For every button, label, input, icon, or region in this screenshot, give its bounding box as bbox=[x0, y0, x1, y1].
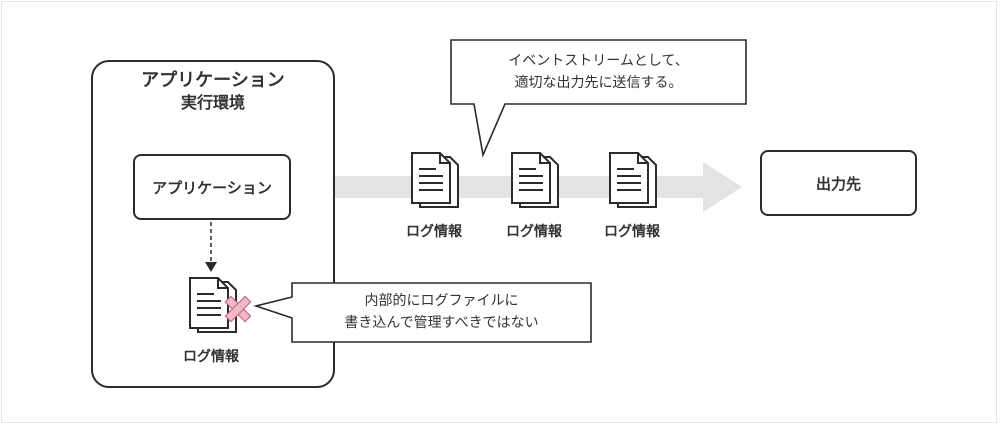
callout-top-text: イベントストリームとして、 適切な出力先に送信する。 bbox=[451, 50, 746, 94]
application-box: アプリケーション bbox=[133, 154, 291, 220]
output-destination-box: 出力先 bbox=[760, 150, 917, 216]
stream-doc-label-1: ログ情報 bbox=[406, 224, 462, 240]
local-doc-label: ログ情報 bbox=[183, 349, 239, 365]
callout-top-line1: イベントストリームとして、 bbox=[508, 53, 689, 69]
environment-title-line2: 実行環境 bbox=[180, 93, 245, 112]
environment-title: アプリケーション 実行環境 bbox=[91, 70, 335, 114]
application-box-label: アプリケーション bbox=[152, 178, 272, 197]
stream-doc-label-2: ログ情報 bbox=[506, 224, 562, 240]
output-destination-label: 出力先 bbox=[815, 174, 861, 193]
stream-doc-label-3: ログ情報 bbox=[604, 224, 660, 240]
callout-bottom-line1: 内部的にログファイルに bbox=[364, 293, 519, 309]
environment-title-line1: アプリケーション bbox=[141, 70, 285, 91]
callout-bottom-text: 内部的にログファイルに 書き込んで管理すべきではない bbox=[292, 290, 591, 334]
callout-top-line2: 適切な出力先に送信する。 bbox=[514, 75, 683, 91]
callout-bottom-line2: 書き込んで管理すべきではない bbox=[344, 315, 539, 331]
